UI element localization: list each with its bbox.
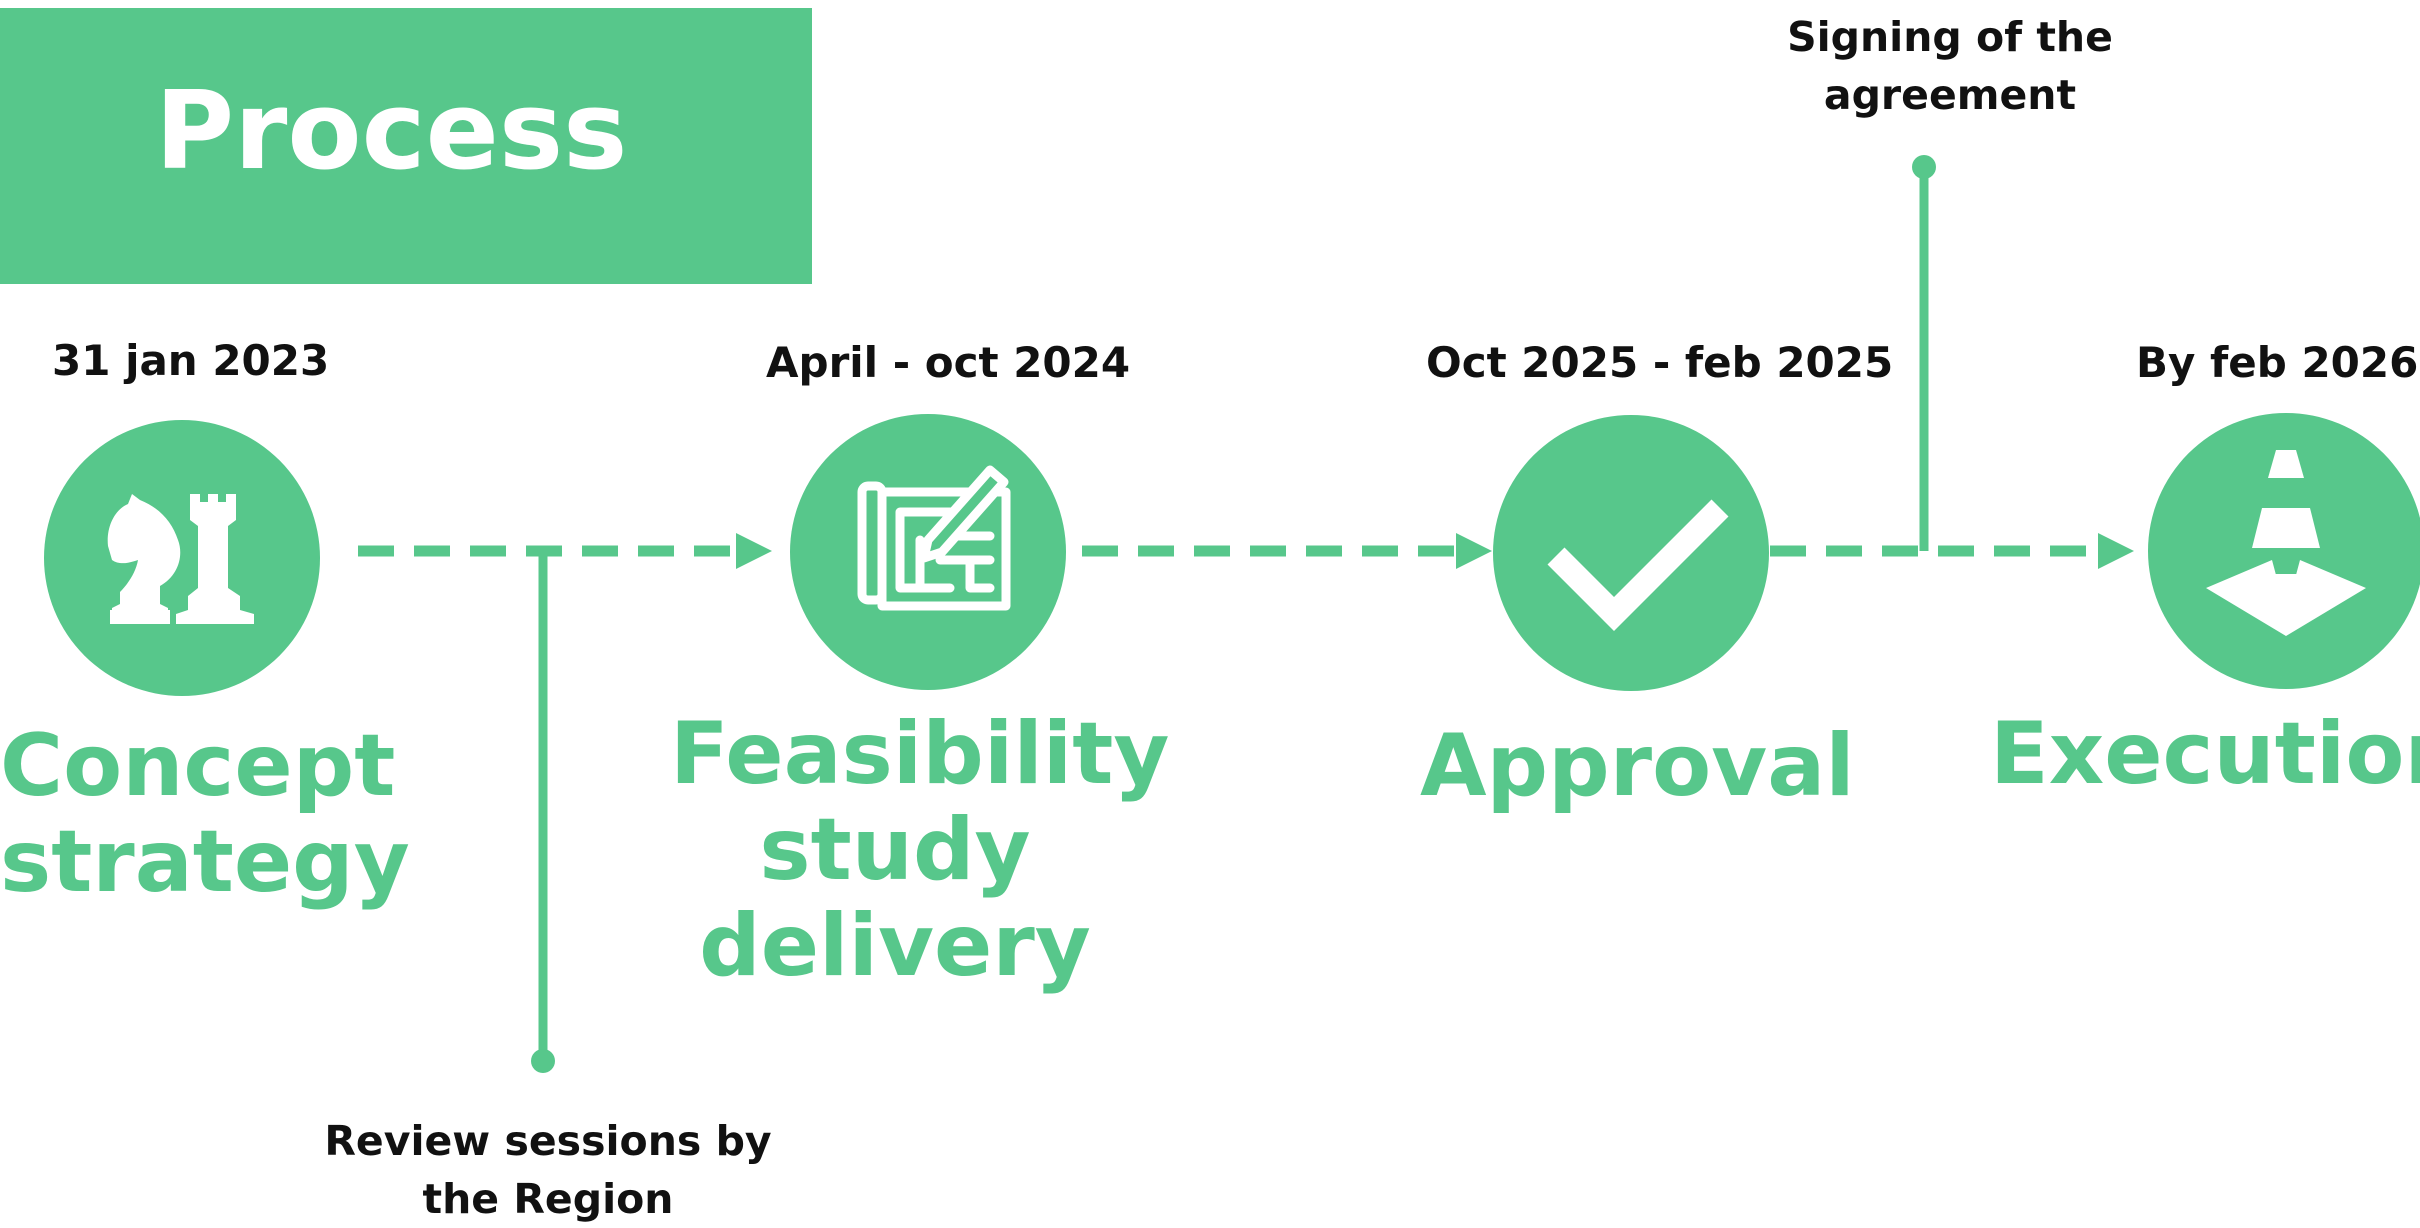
stage-circle-concept (44, 420, 320, 696)
title-banner: Process (0, 8, 812, 284)
traffic-cone-icon (2206, 450, 2366, 636)
stage-date-execution: By feb 2026 (2136, 338, 2419, 387)
stage-circle-execution (2148, 413, 2420, 689)
milestone-pin-signing (1912, 155, 1936, 551)
milestone-note-review: Review sessions by the Region (324, 1117, 772, 1223)
stage-label-concept: Concept strategy (0, 716, 410, 912)
connector-1 (358, 533, 772, 569)
checkmark-icon (1547, 499, 1729, 631)
chess-pieces-icon (107, 494, 254, 624)
connector-2 (1082, 533, 1492, 569)
page-title: Process (155, 69, 628, 194)
blueprint-pencil-icon (857, 465, 1011, 611)
milestone-note-signing: Signing of the agreement (1787, 13, 2113, 119)
stage-label-feasibility: Feasibility study delivery (670, 704, 1170, 996)
stage-date-concept: 31 jan 2023 (52, 336, 330, 385)
stage-circle-approval (1493, 415, 1769, 691)
stage-date-feasibility: April - oct 2024 (766, 338, 1131, 387)
stage-label-execution: Execution (1990, 704, 2420, 804)
stage-label-approval: Approval (1420, 716, 1855, 816)
connector-3 (1770, 533, 2134, 569)
stage-date-approval: Oct 2025 - feb 2025 (1426, 338, 1894, 387)
milestone-pin-review (531, 551, 555, 1073)
